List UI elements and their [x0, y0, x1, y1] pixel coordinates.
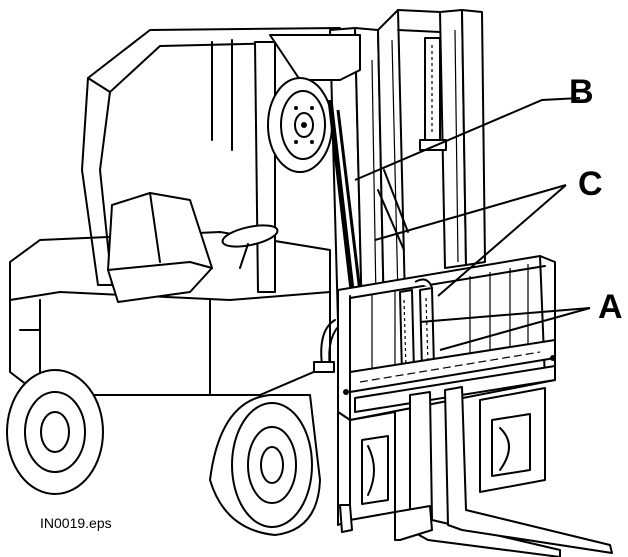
- front-wheel: [209, 394, 321, 536]
- leader-lines: [354, 97, 591, 351]
- rear-wheel: [6, 369, 104, 495]
- carriage: [337, 255, 556, 421]
- callout-a: A: [598, 288, 623, 326]
- leader-a-2: [439, 307, 591, 351]
- forks: [394, 386, 613, 557]
- leader-b: [354, 97, 581, 181]
- callout-c: C: [578, 165, 603, 203]
- operator-seat: [107, 192, 213, 303]
- steering-wheel: [221, 224, 279, 269]
- chain-pulley: [267, 34, 361, 173]
- file-caption: IN0019.eps: [40, 515, 112, 531]
- leader-a-1: [419, 307, 591, 323]
- hydraulic-hoses: [313, 319, 344, 373]
- callout-b: B: [569, 73, 594, 111]
- leader-c-2: [437, 184, 567, 297]
- lift-chain: [327, 99, 362, 293]
- fork-frame: [337, 387, 546, 533]
- leader-c-1: [374, 184, 567, 241]
